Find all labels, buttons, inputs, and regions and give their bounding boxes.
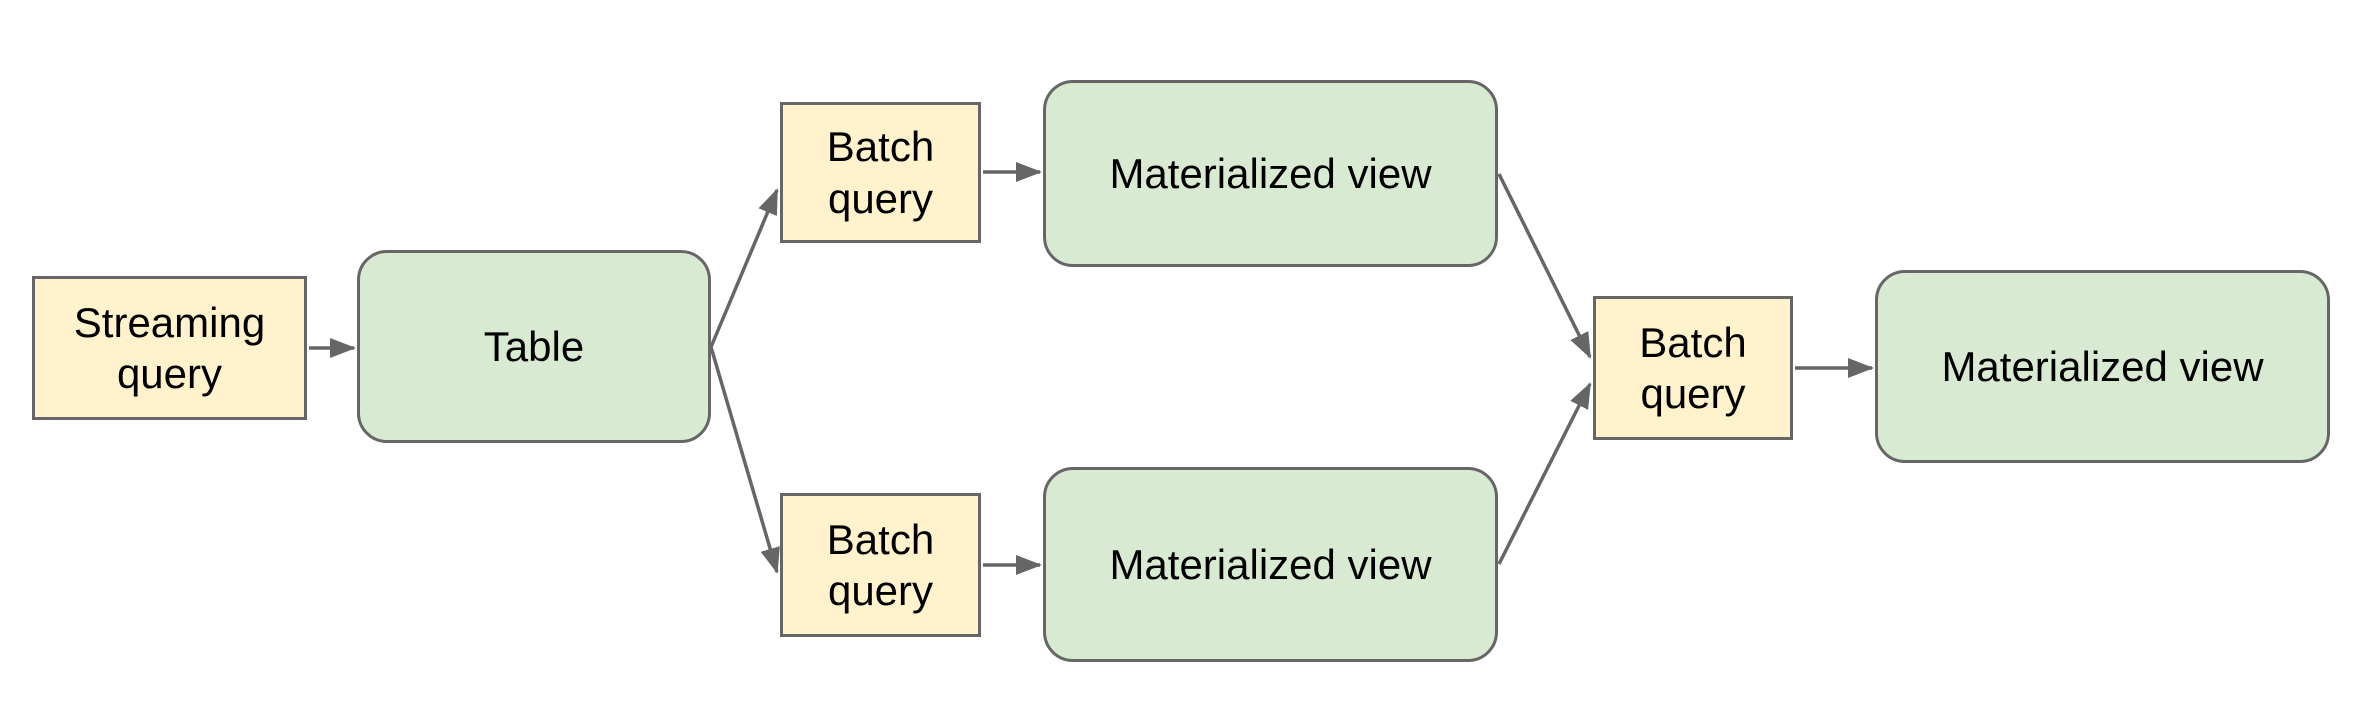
node-batch-query-final: Batch query xyxy=(1593,296,1793,440)
node-materialized-view-top-label: Materialized view xyxy=(1109,149,1432,197)
node-batch-query-bottom: Batch query xyxy=(780,493,981,637)
node-materialized-view-top: Materialized view xyxy=(1043,80,1498,267)
node-materialized-view-final: Materialized view xyxy=(1875,270,2330,463)
node-materialized-view-bottom: Materialized view xyxy=(1043,467,1498,662)
edge-mv-bottom-to-batch-final xyxy=(1497,382,1592,565)
node-streaming-query-label: Streaming query xyxy=(73,298,266,397)
node-streaming-query: Streaming query xyxy=(32,276,307,420)
edge-table-to-batch-top xyxy=(709,188,779,348)
node-materialized-view-final-label: Materialized view xyxy=(1941,342,2264,390)
edge-table-to-batch-bottom xyxy=(709,346,780,574)
node-materialized-view-bottom-label: Materialized view xyxy=(1109,540,1432,588)
node-batch-query-final-label: Batch query xyxy=(1639,318,1747,417)
node-batch-query-top-label: Batch query xyxy=(826,123,935,222)
edge-mv-top-to-batch-final xyxy=(1497,173,1592,359)
node-table-label: Table xyxy=(483,322,585,370)
node-batch-query-bottom-label: Batch query xyxy=(826,515,935,614)
node-batch-query-top: Batch query xyxy=(780,102,981,243)
node-table: Table xyxy=(357,250,711,443)
